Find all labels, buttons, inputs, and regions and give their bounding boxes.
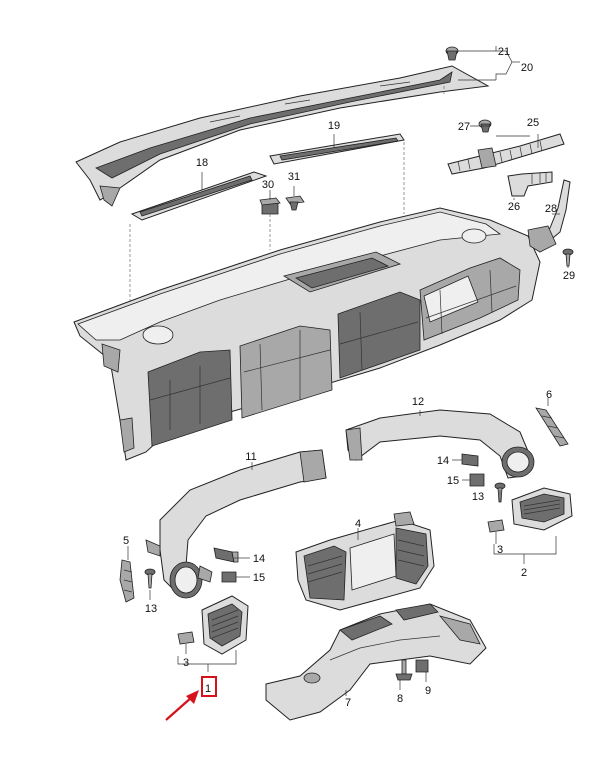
- clip-14-left: [213, 547, 239, 563]
- bracket-28: [527, 179, 571, 253]
- console-duct-7: [265, 603, 487, 721]
- air-vent-1: [201, 595, 249, 655]
- screw-13-left: [144, 568, 156, 589]
- clip-15-right: [469, 473, 485, 487]
- clip-30: [259, 197, 281, 215]
- assembly-dashes: [129, 78, 445, 302]
- trim-strip-19: [269, 133, 405, 165]
- callout-labels: 1 2 3 3 4 5 6 7 8 9 11 12 13 13 14 14 15…: [123, 46, 575, 709]
- leader-lines: [127, 46, 569, 696]
- callout-3-right: 3: [497, 544, 503, 556]
- clip-3-left: [177, 631, 195, 645]
- callout-7: 7: [345, 697, 351, 709]
- highlight-box: [201, 676, 217, 697]
- callout-9: 9: [425, 685, 431, 697]
- trim-strip-18: [130, 171, 268, 221]
- callout-15-right: 15: [447, 475, 459, 487]
- callout-8: 8: [397, 693, 403, 705]
- callout-12: 12: [412, 396, 424, 408]
- callout-14-left: 14: [253, 553, 265, 565]
- clip-15-left: [221, 571, 237, 583]
- callout-13-left: 13: [145, 603, 157, 615]
- callout-28: 28: [545, 203, 557, 215]
- callout-18: 18: [196, 157, 208, 169]
- hose-25: [447, 133, 565, 175]
- air-duct-12: [345, 409, 535, 479]
- callout-25: 25: [527, 117, 539, 129]
- screw-13-right: [494, 482, 506, 503]
- callout-3-left: 3: [183, 657, 189, 669]
- clip-9: [415, 659, 429, 673]
- callout-6: 6: [546, 389, 552, 401]
- air-duct-11: [145, 449, 327, 599]
- callout-30: 30: [262, 179, 274, 191]
- air-vent-2: [511, 487, 573, 531]
- clip-14-right: [461, 453, 479, 467]
- screw-29: [562, 248, 574, 267]
- bolt-8: [395, 659, 413, 681]
- callout-15-left: 15: [253, 572, 265, 584]
- callout-26: 26: [508, 201, 520, 213]
- hose-elbow-26: [507, 171, 553, 197]
- cowl-panel: [75, 65, 490, 207]
- vent-5: [119, 559, 135, 603]
- callout-14-right: 14: [437, 455, 449, 467]
- vent-6: [535, 407, 569, 447]
- callout-29: 29: [563, 270, 575, 282]
- callout-4: 4: [355, 518, 361, 530]
- clip-21: [445, 46, 459, 61]
- callout-1: 1: [205, 683, 211, 695]
- callout-31: 31: [288, 171, 300, 183]
- callout-13-right: 13: [472, 491, 484, 503]
- callout-19: 19: [328, 120, 340, 132]
- callout-2: 2: [521, 567, 527, 579]
- callout-27: 27: [458, 121, 470, 133]
- callout-11: 11: [245, 451, 256, 463]
- clip-3-right: [487, 519, 505, 533]
- callout-20: 20: [521, 62, 533, 74]
- callout-5: 5: [123, 535, 129, 547]
- pointer-arrow: [165, 690, 199, 721]
- dashboard-carrier: [73, 207, 541, 461]
- callout-21: 21: [498, 46, 510, 58]
- centre-vent-housing-4: [295, 511, 435, 611]
- clip-31: [285, 195, 305, 211]
